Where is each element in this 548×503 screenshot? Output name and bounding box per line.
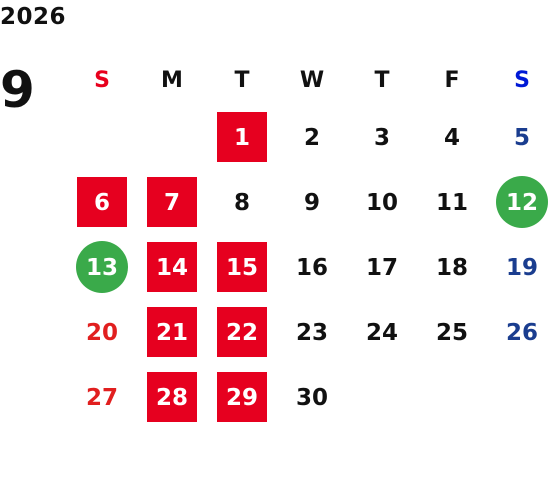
month-number: 9 — [0, 61, 35, 119]
day-cell[interactable]: 13 — [67, 235, 137, 300]
day-number: 12 — [505, 189, 538, 216]
day-cell[interactable]: 10 — [347, 170, 417, 235]
day-number: 24 — [365, 319, 398, 346]
weekday-header-sunday: S — [94, 67, 110, 93]
day-cell[interactable]: 11 — [417, 170, 487, 235]
day-cell-empty — [487, 365, 548, 430]
weekday-header-wednesday: W — [299, 67, 325, 93]
day-cell[interactable]: 5 — [487, 105, 548, 170]
day-number: 29 — [225, 384, 258, 411]
weekday-header-tuesday: T — [234, 67, 250, 93]
day-cell[interactable]: 21 — [137, 300, 207, 365]
day-cell[interactable]: 9 — [277, 170, 347, 235]
day-number: 14 — [155, 254, 188, 281]
day-cell[interactable]: 7 — [137, 170, 207, 235]
day-number: 2 — [303, 124, 320, 151]
day-cell[interactable]: 18 — [417, 235, 487, 300]
day-number: 1 — [233, 124, 250, 151]
day-cell[interactable]: 25 — [417, 300, 487, 365]
day-number: 6 — [93, 189, 110, 216]
day-number: 27 — [85, 384, 118, 411]
day-number: 4 — [443, 124, 460, 151]
day-number: 22 — [225, 319, 258, 346]
day-number: 11 — [435, 189, 468, 216]
day-cell[interactable]: 15 — [207, 235, 277, 300]
day-number: 28 — [155, 384, 188, 411]
day-number: 25 — [435, 319, 468, 346]
day-number: 20 — [85, 319, 118, 346]
day-cell-empty — [417, 365, 487, 430]
day-number: 7 — [163, 189, 180, 216]
day-cell[interactable]: 29 — [207, 365, 277, 430]
day-cell[interactable]: 8 — [207, 170, 277, 235]
day-cell-empty — [137, 105, 207, 170]
day-cell[interactable]: 20 — [67, 300, 137, 365]
weekday-header-friday: F — [444, 67, 460, 93]
day-number: 18 — [435, 254, 468, 281]
day-number: 10 — [365, 189, 398, 216]
day-cell[interactable]: 3 — [347, 105, 417, 170]
day-number: 15 — [225, 254, 258, 281]
day-number: 16 — [295, 254, 328, 281]
day-cell[interactable]: 12 — [487, 170, 548, 235]
day-cell[interactable]: 2 — [277, 105, 347, 170]
day-cell[interactable]: 6 — [67, 170, 137, 235]
day-number: 8 — [233, 189, 250, 216]
day-number: 21 — [155, 319, 188, 346]
day-cell[interactable]: 26 — [487, 300, 548, 365]
day-cell[interactable]: 28 — [137, 365, 207, 430]
day-number: 9 — [303, 189, 320, 216]
day-cell[interactable]: 22 — [207, 300, 277, 365]
day-cell[interactable]: 24 — [347, 300, 417, 365]
day-number: 5 — [513, 124, 530, 151]
weekday-header-saturday: S — [514, 67, 530, 93]
year-label: 2026 — [0, 4, 67, 30]
day-cell[interactable]: 23 — [277, 300, 347, 365]
day-cell-empty — [347, 365, 417, 430]
day-cell[interactable]: 30 — [277, 365, 347, 430]
day-cell[interactable]: 16 — [277, 235, 347, 300]
day-cell-empty — [67, 105, 137, 170]
day-number: 30 — [295, 384, 328, 411]
day-cell[interactable]: 17 — [347, 235, 417, 300]
day-cell[interactable]: 27 — [67, 365, 137, 430]
day-cell[interactable]: 19 — [487, 235, 548, 300]
day-number: 23 — [295, 319, 328, 346]
day-number: 17 — [365, 254, 398, 281]
day-cell[interactable]: 4 — [417, 105, 487, 170]
weekday-header-thursday: T — [374, 67, 390, 93]
calendar-grid: S M T W T F S 1 2 3 4 5 6 7 8 9 10 11 12… — [67, 55, 548, 430]
day-number: 3 — [373, 124, 390, 151]
day-number: 19 — [505, 254, 538, 281]
day-number: 13 — [85, 254, 118, 281]
day-number: 26 — [505, 319, 538, 346]
day-cell[interactable]: 14 — [137, 235, 207, 300]
day-cell[interactable]: 1 — [207, 105, 277, 170]
weekday-header-monday: M — [161, 67, 183, 93]
